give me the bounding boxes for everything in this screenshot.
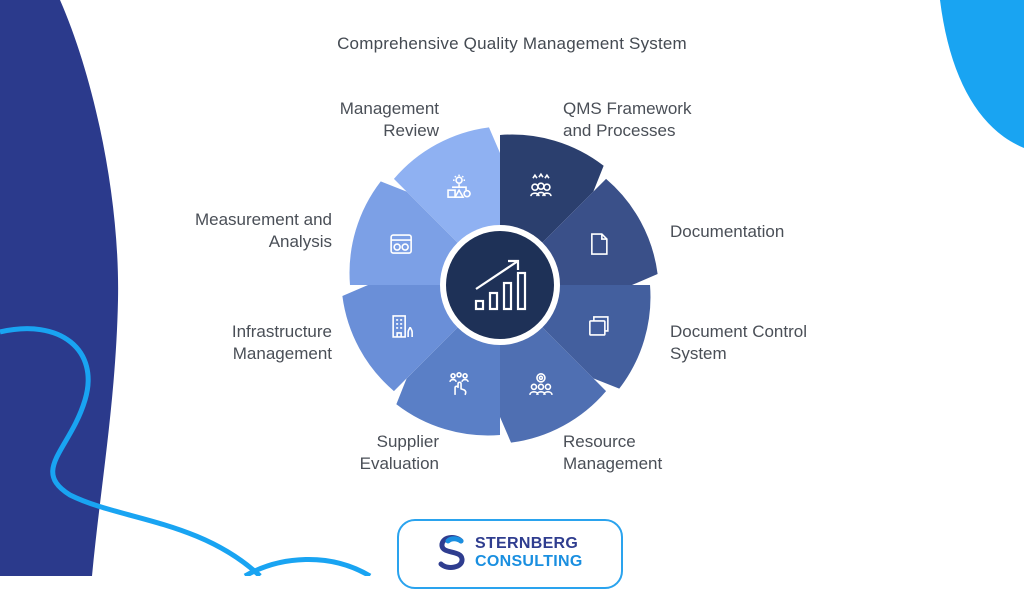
team-stars-icon <box>530 172 552 197</box>
diagram-title: Comprehensive Quality Management System <box>337 34 687 53</box>
stacked-documents-icon <box>589 316 609 336</box>
logo-line-2: CONSULTING <box>475 553 583 570</box>
segment-mea <box>349 181 461 285</box>
label-documentation: Documentation <box>670 222 785 241</box>
blue-wave-line <box>0 326 262 576</box>
document-icon <box>591 233 608 255</box>
lightbulb-shapes-icon <box>447 174 471 198</box>
team-gear-icon <box>529 373 553 396</box>
segment-doc <box>539 178 658 285</box>
segment-sup <box>396 324 500 436</box>
segment-qms <box>500 134 604 246</box>
background-decor <box>0 0 1024 576</box>
qms-wheel <box>342 127 658 443</box>
building-icon <box>392 315 413 338</box>
growth-chart-icon <box>474 259 527 311</box>
blue-corner-circle <box>940 0 1024 148</box>
s-logo-icon <box>438 535 465 570</box>
logo-line-1: STERNBERG <box>475 535 579 552</box>
segment-mgr <box>393 127 500 246</box>
segment-res <box>500 324 607 443</box>
segment-inf <box>342 285 461 392</box>
navy-left-band <box>0 0 119 576</box>
hand-people-icon <box>449 372 469 396</box>
center-hub <box>446 231 554 339</box>
segment-dcs <box>539 285 651 389</box>
blue-bottom-arc <box>243 557 372 576</box>
browser-window-icon <box>390 234 412 254</box>
sternberg-logo: STERNBERG CONSULTING <box>397 519 623 589</box>
